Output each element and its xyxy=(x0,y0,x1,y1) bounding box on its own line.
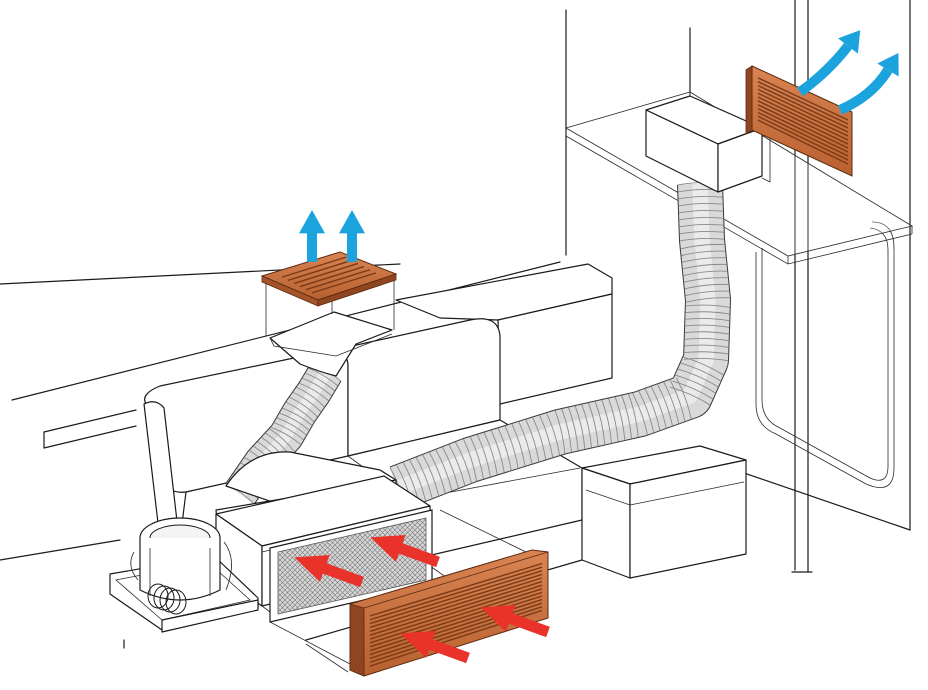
outflow-arrow xyxy=(339,210,365,262)
outflow-arrow xyxy=(797,30,861,97)
outflow-arrow xyxy=(837,52,899,115)
intake-arrow xyxy=(400,631,470,664)
intake-arrow xyxy=(480,605,550,638)
seawater-pump xyxy=(109,517,259,649)
outflow-arrow xyxy=(299,210,325,262)
intake-arrows xyxy=(294,535,550,664)
return-air-grille xyxy=(269,549,549,677)
intake-arrow xyxy=(294,555,364,588)
seat-outlet-grille xyxy=(260,251,398,377)
duct-plenum xyxy=(645,95,771,193)
intake-arrow xyxy=(370,535,440,568)
flexible-duct-to-wall-vent xyxy=(389,181,731,510)
wall-outlet-grille xyxy=(745,65,853,177)
outflow-arrows xyxy=(299,30,899,262)
